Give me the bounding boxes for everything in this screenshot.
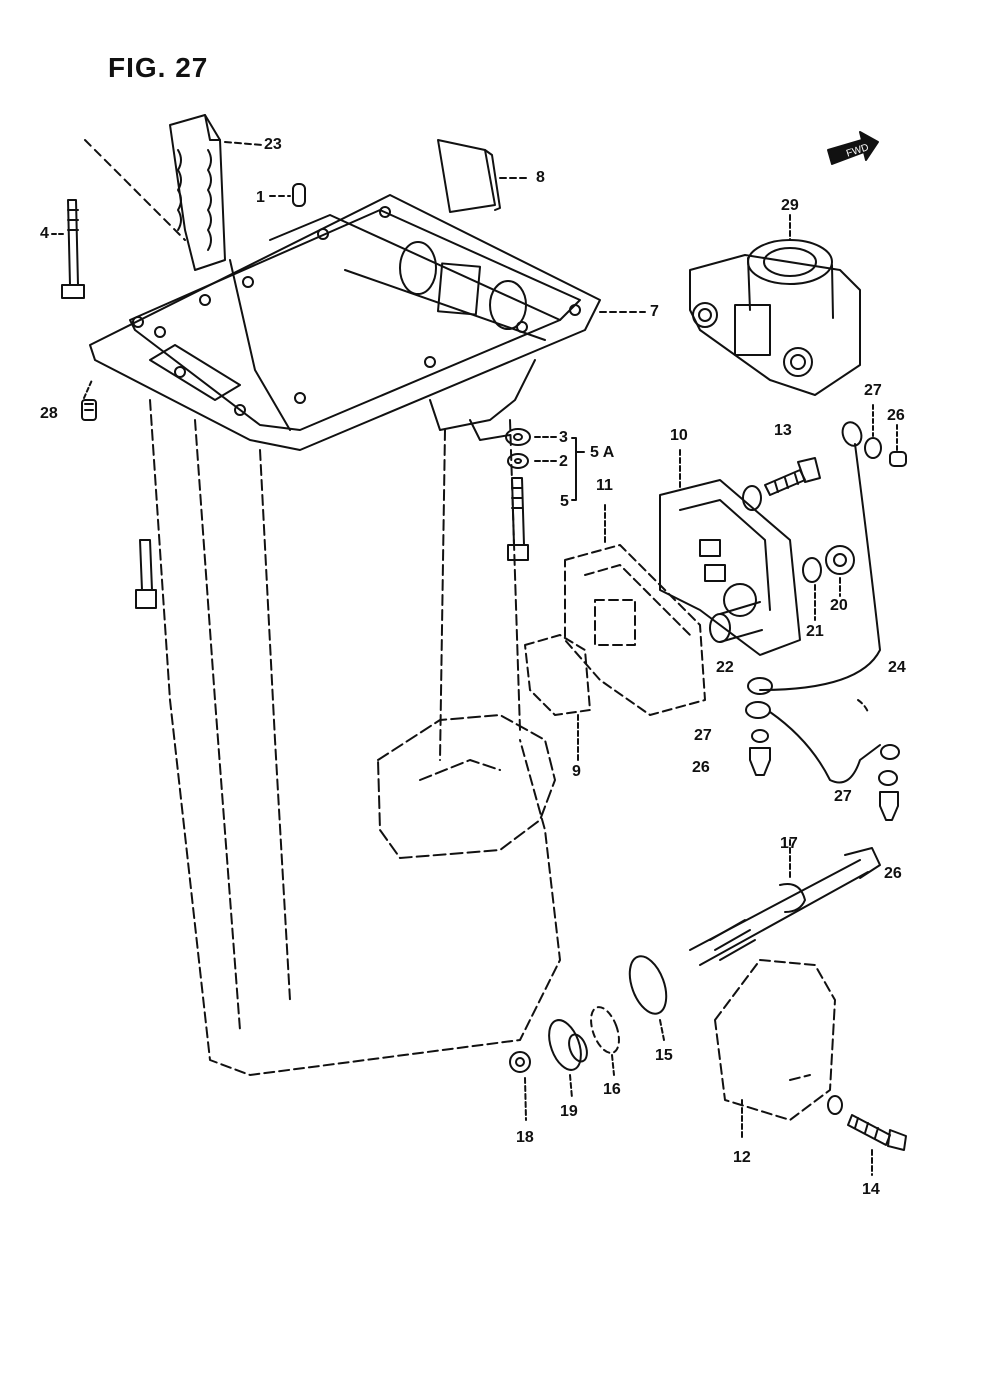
label-26-mid: 26	[692, 759, 710, 776]
part-29-clamp-bracket	[689, 239, 861, 396]
label-29: 29	[781, 197, 799, 214]
label-27-upper: 27	[864, 382, 882, 399]
part-17-shaft	[689, 847, 881, 966]
part-23-grommet	[169, 114, 226, 271]
label-11: 11	[596, 477, 613, 494]
part-24-ground-wire	[747, 421, 881, 695]
label-7: 7	[650, 303, 659, 320]
part-14-bolt	[827, 1095, 907, 1151]
part-16-washer	[590, 1006, 620, 1054]
part-22-sleeve	[709, 601, 763, 643]
part-19-bushing	[548, 1019, 588, 1071]
label-14: 14	[862, 1181, 880, 1198]
label-4: 4	[40, 225, 49, 242]
part-9-pad	[524, 634, 591, 716]
part-13-bolt	[742, 457, 821, 511]
label-21: 21	[806, 623, 824, 640]
part-27-washer-upper	[864, 437, 882, 459]
part-27-washer-mid	[751, 729, 769, 743]
part-26-screw-right	[879, 791, 899, 821]
exhaust-cover	[377, 714, 556, 859]
label-2: 2	[559, 453, 568, 470]
part-8-cover	[437, 139, 501, 213]
part-3-washer	[505, 428, 531, 446]
part-21-washer	[802, 557, 822, 583]
label-16: 16	[603, 1081, 621, 1098]
label-28: 28	[40, 405, 58, 422]
label-12: 12	[733, 1149, 751, 1166]
label-8: 8	[536, 169, 545, 186]
part-28-screw	[81, 399, 97, 421]
label-27-lower: 27	[834, 788, 852, 805]
label-20: 20	[830, 597, 848, 614]
leader-23-to-plate	[84, 139, 186, 241]
part-4-bolt	[61, 199, 85, 299]
label-26-upper: 26	[887, 407, 905, 424]
label-9: 9	[572, 763, 581, 780]
label-5a: 5 A	[590, 444, 615, 461]
part-12-bracket	[714, 959, 836, 1121]
label-24: 24	[888, 659, 906, 676]
part-10-mount-housing	[659, 479, 801, 656]
label-26-lower: 26	[884, 865, 902, 882]
part-2-washer	[507, 453, 529, 469]
part-26-screw-upper	[889, 451, 907, 467]
part-27-washer-right	[878, 744, 900, 786]
label-19: 19	[560, 1103, 578, 1120]
label-17: 17	[780, 835, 798, 852]
part-5-bolt	[507, 477, 529, 561]
drive-shaft-housing	[149, 399, 561, 1076]
label-15: 15	[655, 1047, 673, 1064]
part-18-nut	[509, 1051, 531, 1073]
part-20-nut	[825, 545, 855, 575]
label-13: 13	[774, 422, 792, 439]
fwd-arrow	[827, 131, 879, 165]
lower-ground-lead	[745, 699, 881, 784]
label-18: 18	[516, 1129, 534, 1146]
label-5: 5	[560, 493, 569, 510]
label-23: 23	[264, 136, 282, 153]
mounting-plate	[89, 194, 601, 451]
label-10: 10	[670, 427, 688, 444]
label-1: 1	[256, 189, 265, 206]
label-3: 3	[559, 429, 568, 446]
part-1-dowel	[292, 183, 306, 207]
part-26-screw-mid	[749, 747, 771, 776]
part-11-mount-rubber	[564, 544, 706, 716]
figure-title: FIG. 27	[108, 52, 209, 83]
label-22: 22	[716, 659, 734, 676]
part-15-oring	[628, 955, 668, 1015]
lower-bolt	[135, 539, 157, 609]
leader-23	[224, 141, 263, 146]
label-27-mid: 27	[694, 727, 712, 744]
